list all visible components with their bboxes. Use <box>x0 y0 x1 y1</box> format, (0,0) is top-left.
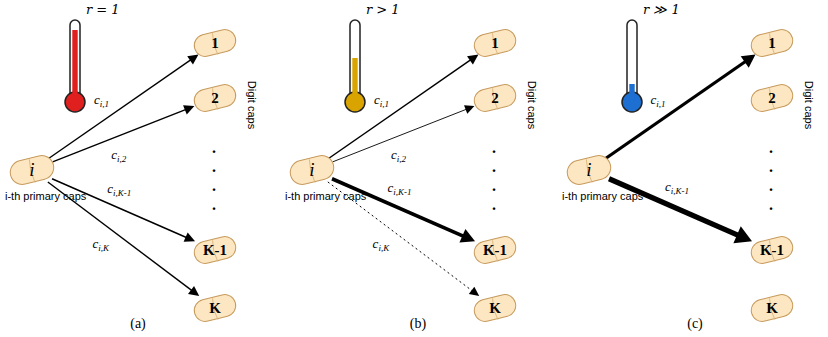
ellipsis-dot: . <box>769 197 773 213</box>
node-label: 2 <box>211 90 219 107</box>
edge-label: ci,1 <box>648 92 667 108</box>
connector <box>609 179 752 243</box>
capsule-node: 1 <box>473 29 517 57</box>
capsule-node: 2 <box>750 84 794 112</box>
node-label: K <box>209 300 221 317</box>
connector <box>52 179 195 242</box>
connector <box>49 54 199 158</box>
node-label: K-1 <box>203 242 227 259</box>
caption-text: i-th primary caps <box>285 190 366 202</box>
axis-label: Digit caps <box>246 81 258 129</box>
edge-label: ci,1 <box>92 92 111 108</box>
capsule-node: ii-th primary caps <box>9 155 55 185</box>
node-label: 1 <box>211 35 219 52</box>
ellipsis-dot: . <box>769 178 773 194</box>
capsule-node: K-1 <box>473 236 517 264</box>
temperature-label: r > 1 <box>366 2 400 17</box>
edge-label: ci,K <box>371 236 392 252</box>
panel-label: (a) <box>130 316 146 332</box>
capsule-node: K <box>473 294 517 322</box>
capsule-node: K-1 <box>750 236 794 264</box>
ellipsis-dot: . <box>769 159 773 175</box>
connector <box>332 179 475 243</box>
axis-label: Digit caps <box>803 81 815 129</box>
thermometer <box>65 20 85 112</box>
ellipsis-dot: . <box>212 197 216 213</box>
ellipsis-dot: . <box>492 178 496 194</box>
ellipsis-dot: . <box>492 197 496 213</box>
connector <box>329 54 479 158</box>
edge-label: ci,2 <box>389 147 408 163</box>
capsule-node: ii-th primary caps <box>566 155 612 185</box>
temperature-label: r ≫ 1 <box>643 2 680 17</box>
edge-label: ci,K-1 <box>105 181 133 197</box>
ellipsis-dot: . <box>212 140 216 156</box>
connector <box>333 105 475 162</box>
thermometer <box>345 20 365 112</box>
edge-label: ci,1 <box>372 92 391 108</box>
node-label: K-1 <box>760 242 784 259</box>
axis-label: Digit caps <box>526 81 538 129</box>
node-label: 2 <box>491 90 499 107</box>
node-label: 1 <box>491 35 499 52</box>
ellipsis-dot: . <box>492 159 496 175</box>
capsule-node: 2 <box>193 84 237 112</box>
thermometer <box>622 20 642 112</box>
ellipsis-dot: . <box>212 178 216 194</box>
panel-label: (b) <box>410 316 426 332</box>
node-label: K <box>489 300 501 317</box>
capsule-node: 2 <box>473 84 517 112</box>
ellipsis-dot: . <box>769 140 773 156</box>
capsule-node: ii-th primary caps <box>289 155 335 185</box>
ellipsis-dot: . <box>212 159 216 175</box>
node-label: 2 <box>768 90 776 107</box>
node-label: K-1 <box>483 242 507 259</box>
node-label: 1 <box>768 35 776 52</box>
edge-label: ci,2 <box>109 147 128 163</box>
caption-text: i-th primary caps <box>562 190 643 202</box>
caption-text: i-th primary caps <box>5 190 86 202</box>
capsule-node: K-1 <box>193 236 237 264</box>
capsule-node: K <box>750 294 794 322</box>
capsule-node: 1 <box>193 29 237 57</box>
node-label: i <box>309 159 314 181</box>
ellipsis-dot: . <box>492 140 496 156</box>
node-label: K <box>766 300 778 317</box>
edge-label: ci,K-1 <box>663 179 691 195</box>
node-label: i <box>586 159 591 181</box>
connector <box>606 54 756 158</box>
capsule-node: K <box>193 294 237 322</box>
panel-label: (c) <box>687 316 703 332</box>
temperature-label: r = 1 <box>86 2 120 17</box>
edge-label: ci,K <box>90 236 111 252</box>
capsule-node: 1 <box>750 29 794 57</box>
node-label: i <box>29 159 34 181</box>
edge-label: ci,K-1 <box>386 180 414 196</box>
